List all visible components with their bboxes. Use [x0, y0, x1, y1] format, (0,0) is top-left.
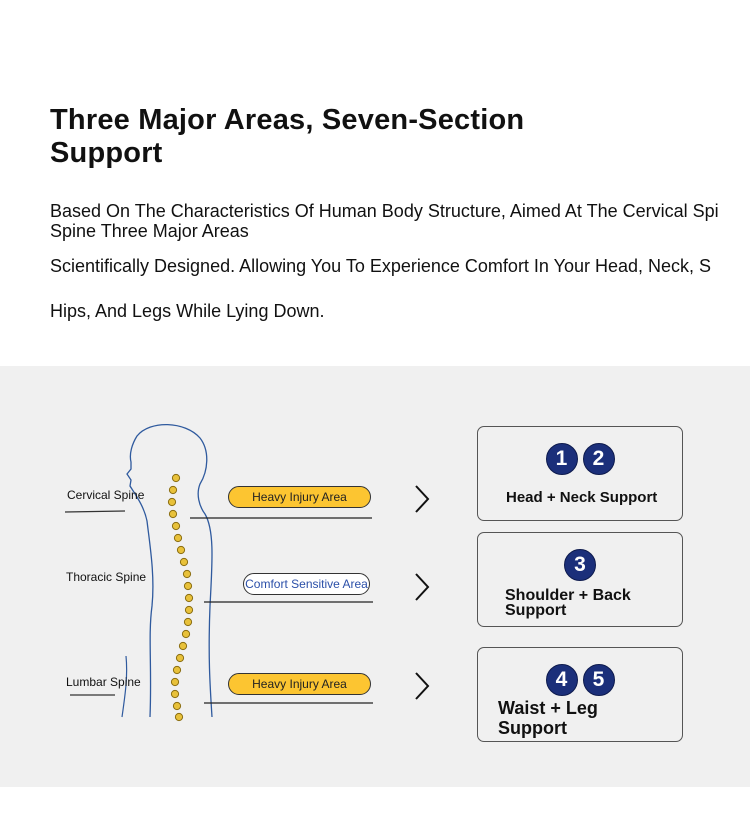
comfort-sensitive-area-pill: Comfort Sensitive Area: [243, 573, 370, 595]
vertebra-dot: [183, 581, 193, 591]
vertebra-dot: [173, 533, 183, 543]
vertebra-dot: [175, 653, 185, 663]
body-outline: [126, 424, 213, 718]
vertebra-dot: [176, 545, 186, 555]
section-number-badges: 1 2: [478, 443, 682, 475]
section-number-badge: 5: [582, 664, 615, 696]
section-number-badges: 3: [478, 549, 682, 581]
vertebra-dot: [170, 689, 180, 699]
section-number-badge: 4: [545, 664, 578, 696]
vertebra-dot: [168, 485, 178, 495]
vertebra-dot: [171, 521, 181, 531]
section-number-badge: 2: [582, 443, 615, 475]
support-label: Waist + Leg Support: [498, 698, 598, 738]
vertebra-dot: [178, 641, 188, 651]
vertebra-dot: [167, 497, 177, 507]
vertebra-dot: [184, 593, 194, 603]
page-title: Three Major Areas, Seven-Section Support: [50, 104, 525, 169]
back-outline: [121, 655, 128, 718]
vertebra-dot: [172, 701, 182, 711]
shoulder-back-support-box: 3 Shoulder + Back Support: [477, 532, 683, 627]
chevron-right-icon: [415, 485, 430, 513]
description-line: Spine Three Major Areas: [50, 221, 249, 241]
lumbar-spine-label: Lumbar Spine: [66, 675, 141, 689]
section-number-badge: 3: [564, 549, 596, 581]
vertebra-dot: [183, 617, 193, 627]
heavy-injury-area-pill: Heavy Injury Area: [228, 673, 371, 695]
description-line: Scientifically Designed. Allowing You To…: [50, 256, 712, 276]
body-silhouette-illustration: [64, 424, 373, 722]
waist-leg-support-box: 4 5 Waist + Leg Support: [477, 647, 683, 742]
vertebra-dot: [179, 557, 189, 567]
vertebra-dot: [171, 473, 181, 483]
description-line: Hips, And Legs While Lying Down.: [50, 301, 325, 321]
description-text: Based On The Characteristics Of Human Bo…: [50, 201, 719, 241]
cervical-spine-label: Cervical Spine: [67, 488, 145, 502]
vertebra-dot: [181, 629, 191, 639]
vertebra-dot: [182, 569, 192, 579]
vertebra-dot: [172, 665, 182, 675]
chevron-right-icon: [415, 573, 430, 601]
head-neck-support-box: 1 2 Head + Neck Support: [477, 426, 683, 521]
heavy-injury-area-pill: Heavy Injury Area: [228, 486, 371, 508]
chevron-right-icon: [415, 672, 430, 700]
cervical-label-line: [64, 510, 126, 513]
section-number-badge: 1: [545, 443, 578, 475]
section-number-badges: 4 5: [478, 664, 682, 696]
vertebra-dot: [170, 677, 180, 687]
vertebra-dot: [174, 712, 184, 722]
support-label: Head + Neck Support: [506, 489, 658, 506]
vertebra-dot: [168, 509, 178, 519]
description-line: Based On The Characteristics Of Human Bo…: [50, 201, 719, 221]
vertebra-dot: [184, 605, 194, 615]
thoracic-spine-label: Thoracic Spine: [66, 570, 147, 584]
support-label: Shoulder + Back Support: [505, 587, 631, 619]
